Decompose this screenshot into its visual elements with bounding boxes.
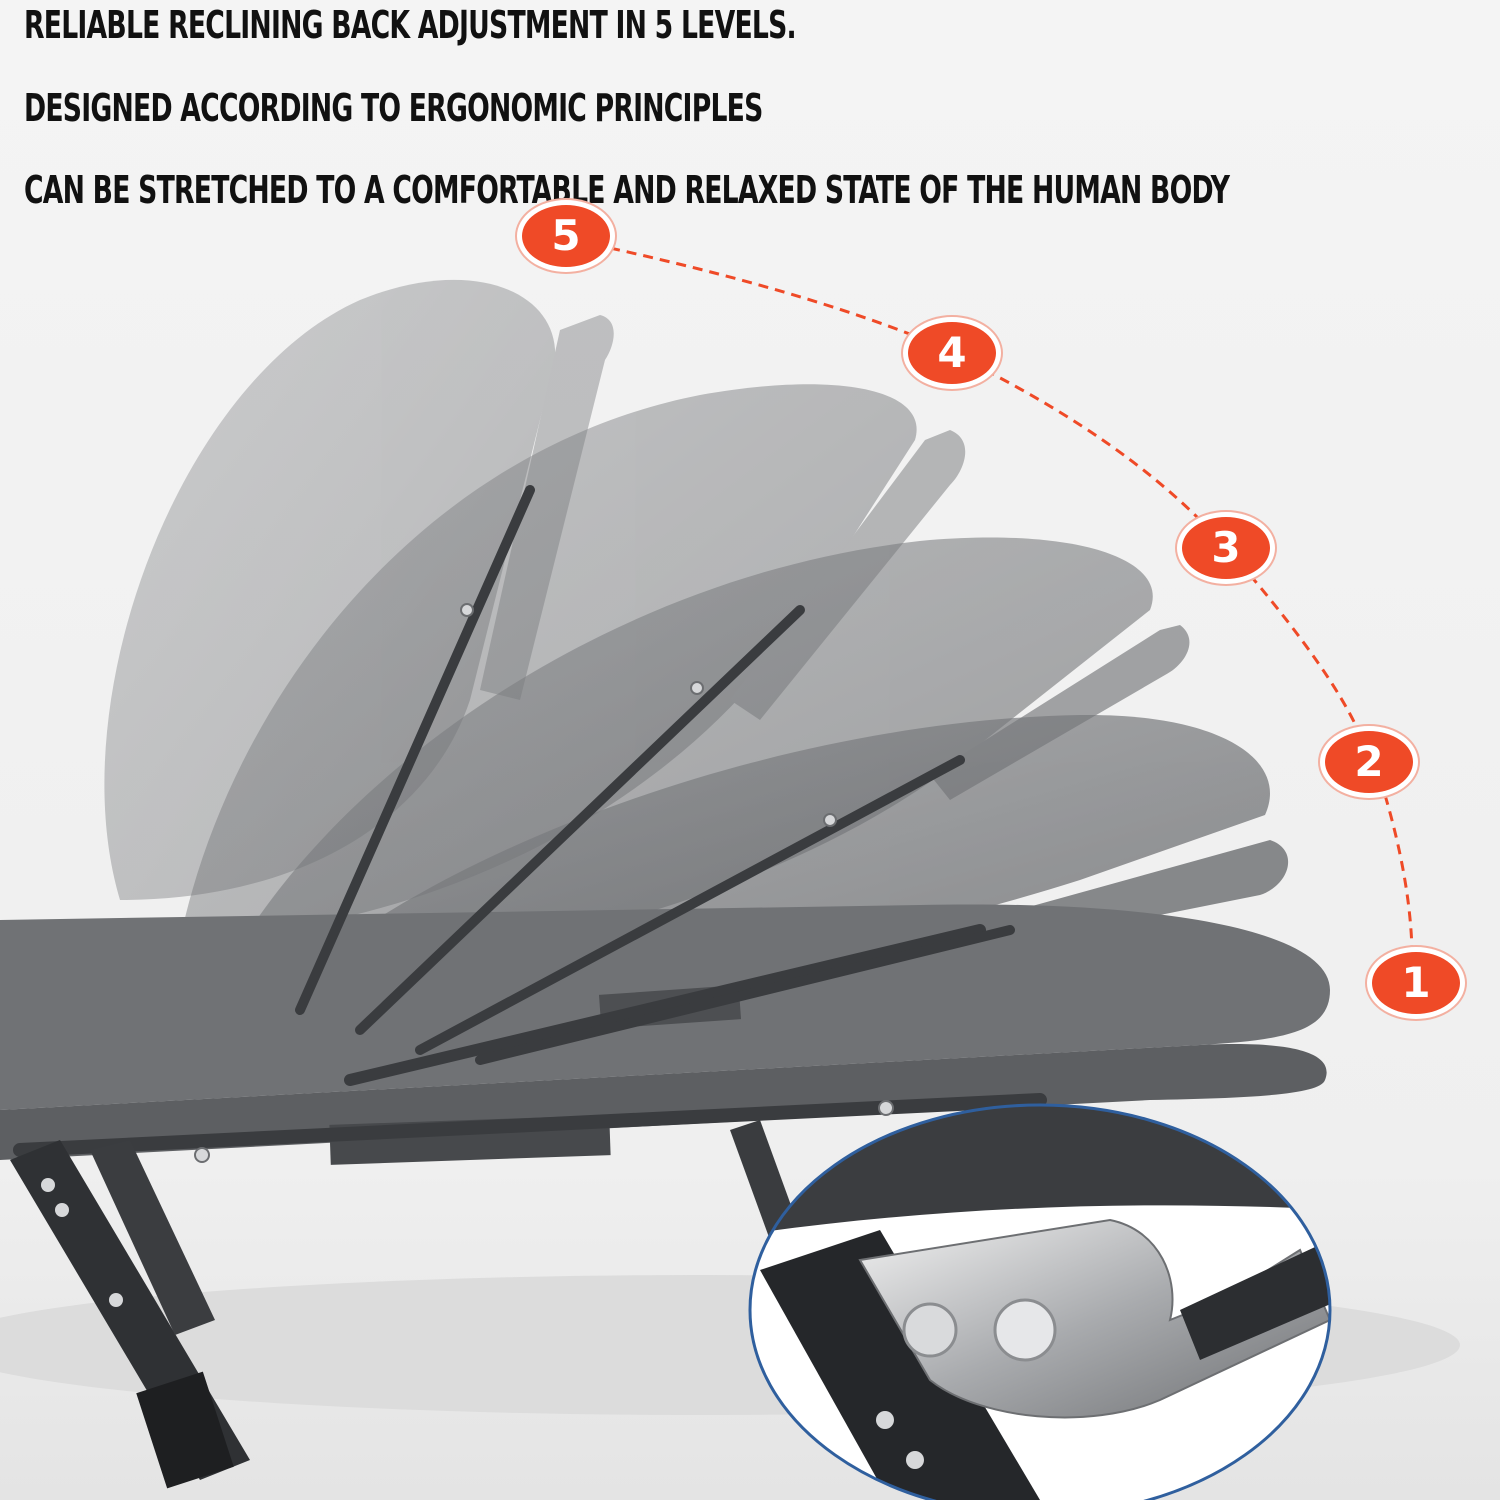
- level-badge-5: 5: [522, 205, 610, 267]
- headline-ergonomic: DESIGNED ACCORDING TO ERGONOMIC PRINCIPL…: [24, 86, 763, 130]
- recline-arc: [609, 246, 1414, 951]
- level-badge-4: 4: [908, 322, 996, 384]
- level-badge-3: 3: [1182, 517, 1270, 579]
- headline-stretch: CAN BE STRETCHED TO A COMFORTABLE AND RE…: [24, 168, 1230, 212]
- hinge-closeup-inset: [748, 1103, 1332, 1500]
- level-badge-1: 1: [1372, 952, 1460, 1014]
- chair-legs: [10, 1120, 800, 1489]
- level-badge-2: 2: [1325, 731, 1413, 793]
- frame-tubes: [13, 485, 1047, 1157]
- headline-reclining-levels: RELIABLE RECLINING BACK ADJUSTMENT IN 5 …: [24, 3, 797, 47]
- hinge-pins: [194, 603, 894, 1163]
